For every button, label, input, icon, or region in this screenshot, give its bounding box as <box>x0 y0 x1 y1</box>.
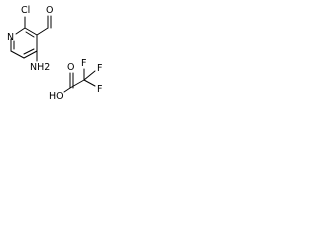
atom-fluorine-right: F <box>97 84 102 95</box>
atom-carbonyl-oxygen: O <box>67 62 74 73</box>
bond-c4-c5 <box>23 50 38 59</box>
bond-c2-f-right <box>83 79 96 87</box>
chemical-structure-diagram: N Cl O NH2 HO O F F F <box>7 5 102 102</box>
double-bond-c2-c3-inner <box>25 31 35 38</box>
atom-hydroxyl: HO <box>49 91 64 102</box>
atom-ring-nitrogen: N <box>7 32 14 43</box>
bond-c1-c2 <box>69 79 85 89</box>
atom-amine: NH2 <box>30 62 50 73</box>
atom-aldehyde-oxygen: O <box>46 5 53 16</box>
atom-fluorine-top-right: F <box>97 63 102 74</box>
bond-ho-c1 <box>63 87 71 93</box>
bond-c5-c6 <box>10 50 25 59</box>
double-bond-c4-c5-inner <box>23 48 35 55</box>
bond-c2-c3 <box>24 27 38 36</box>
bond-c2-f-top-right <box>83 70 96 81</box>
bond-c3-cho <box>36 27 49 36</box>
bond-n1-c2 <box>15 27 26 35</box>
pyridine-molecule: N Cl O NH2 <box>7 5 53 73</box>
atom-fluorine-top-left: F <box>81 58 86 69</box>
trifluoroacetic-acid: HO O F F F <box>49 58 102 102</box>
atom-chlorine: Cl <box>21 5 30 16</box>
